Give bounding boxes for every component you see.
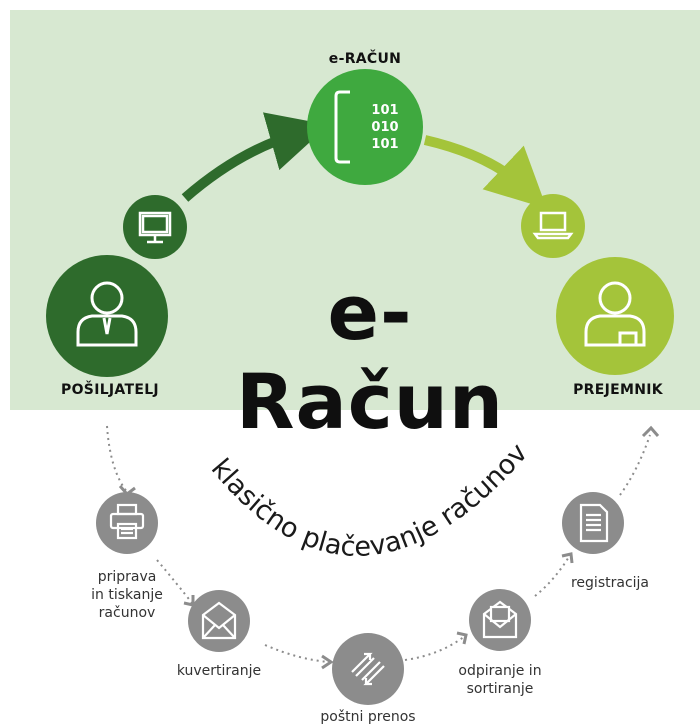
laptop-icon [532, 211, 574, 240]
receiver-label: PREJEMNIK [573, 382, 663, 398]
step-envelope-label: kuvertiranje [176, 663, 262, 679]
envelope-icon [201, 601, 237, 640]
binary-line-2: 010 [371, 120, 398, 135]
step-transfer-node [332, 633, 404, 705]
person-icon [584, 281, 646, 347]
ercun-label: e-RAČUN [328, 51, 402, 67]
sender-computer-node [123, 195, 187, 259]
step-open-envelope-node [469, 589, 531, 651]
classic-flow-path [106, 425, 651, 663]
binary-line-1: 101 [371, 103, 398, 118]
e-racun-title: e-Račun [235, 268, 505, 446]
sender-label: POŠILJATELJ [61, 382, 159, 398]
step-print-label: priprava in tiskanje računov [91, 569, 163, 621]
step-transfer-label: poštni prenos [320, 709, 416, 725]
ercun-node: 101 010 101 [307, 69, 423, 185]
document-bracket-icon [334, 90, 350, 164]
step-envelope-node [188, 590, 250, 652]
monitor-icon [138, 211, 172, 244]
step-registration-label: registracija [570, 575, 649, 591]
classic-arc-text: klasično plačevanje računov [205, 438, 534, 563]
sender-node [46, 255, 168, 377]
binary-line-3: 101 [371, 137, 398, 152]
person-icon [76, 281, 138, 347]
printer-icon [109, 503, 145, 540]
document-icon [579, 503, 609, 543]
step-document-node [562, 492, 624, 554]
receiver-node [556, 257, 674, 375]
arrow-to-ercun [181, 112, 329, 202]
arrow-to-receiver [423, 135, 547, 209]
step-print-node [96, 492, 158, 554]
step-open-label: odpiranje in sortiranje [458, 663, 542, 697]
open-envelope-icon [482, 600, 518, 639]
receiver-computer-node [521, 194, 585, 258]
transfer-arrows-icon [351, 652, 385, 686]
